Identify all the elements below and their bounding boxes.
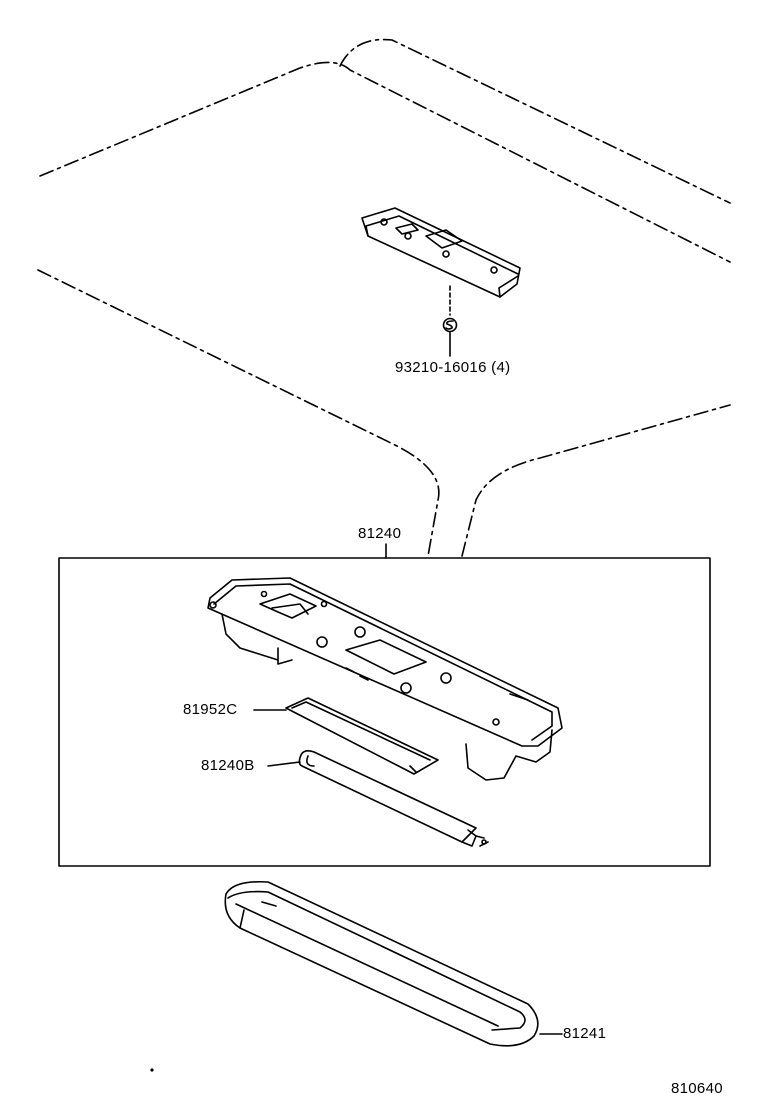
figure-code: 810640: [671, 1080, 723, 1097]
bolt-note-label: 93210-16016 (4): [395, 359, 511, 376]
lamp-housing: [207, 577, 563, 781]
lens-plate-part-number: 81952C: [183, 701, 238, 718]
roof-headliner-outline: [37, 38, 731, 557]
screw-symbol: [442, 317, 458, 333]
bulb-part-number: 81240B: [201, 757, 255, 774]
bulb-leader: [267, 761, 301, 767]
stray-dot: [150, 1068, 154, 1072]
lens-plate: [285, 697, 439, 775]
bulb-tube: [298, 750, 489, 847]
lamp-base-small: [361, 207, 521, 298]
assembly-part-number: 81240: [358, 525, 402, 542]
cover-part-number: 81241: [563, 1025, 607, 1042]
lens-cover: [224, 880, 539, 1047]
assembly-box: [58, 557, 711, 867]
